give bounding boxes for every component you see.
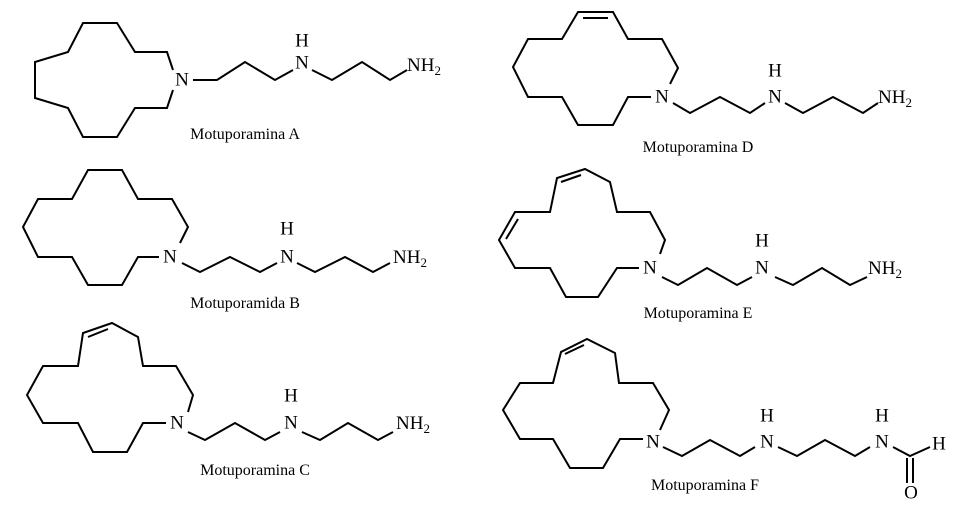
carbonyl-oxygen: O <box>904 483 918 504</box>
terminal-amine: NH2 <box>393 247 427 270</box>
amine-hydrogen: H <box>768 61 782 82</box>
double-bond <box>87 328 109 338</box>
propyl-chain <box>187 421 281 442</box>
formyl-bond <box>892 446 931 458</box>
propyl-chain <box>311 60 408 82</box>
double-bond <box>564 344 585 355</box>
amine-hydrogen: H <box>295 31 309 52</box>
propyl-chain <box>181 255 278 274</box>
macrocycle-ring <box>497 167 667 298</box>
molecule-motuporamina-c: N H N NH2 Motuporamina C <box>25 321 430 479</box>
amine-nitrogen: N <box>284 413 298 434</box>
propyl-chain <box>672 95 766 115</box>
compound-name: Motuporamina C <box>200 462 310 479</box>
molecule-motuporamina-d: N H N NH2 Motuporamina D <box>511 11 912 156</box>
macrocycle-ring <box>25 321 195 453</box>
terminal-amine: NH2 <box>868 258 902 281</box>
amide-nitrogen: N <box>875 432 889 453</box>
ring-nitrogen: N <box>655 87 669 108</box>
compound-name: Motuporamina A <box>190 126 300 143</box>
molecule-motuporamina-e: N H N NH2 Motuporamina E <box>497 167 902 322</box>
molecule-motuporamida-b: N H N NH2 Motuporamida B <box>21 169 427 312</box>
amine-hydrogen: H <box>755 231 769 252</box>
propyl-chain <box>296 255 391 274</box>
terminal-amine: NH2 <box>407 55 441 78</box>
amine-nitrogen: N <box>280 247 294 268</box>
propyl-chain <box>774 266 868 287</box>
ring-nitrogen: N <box>646 432 660 453</box>
ring-nitrogen: N <box>643 258 657 279</box>
macrocycle-ring <box>34 22 174 138</box>
compound-name: Motuporamina E <box>644 305 753 322</box>
macrocycle-ring <box>21 169 190 286</box>
propyl-chain <box>784 95 879 115</box>
double-bond <box>560 174 582 183</box>
formyl-hydrogen: H <box>932 434 946 455</box>
amide-hydrogen: H <box>875 406 889 427</box>
compound-name: Motuporamida B <box>190 295 300 312</box>
molecule-motuporamina-f: N H N H N H O Motuporamina F <box>501 337 946 504</box>
terminal-amine: NH2 <box>396 413 430 436</box>
propyl-chain <box>661 266 753 287</box>
macrocycle-ring <box>501 337 671 469</box>
ring-nitrogen: N <box>170 413 184 434</box>
propyl-chain <box>777 438 871 458</box>
compound-name: Motuporamina F <box>651 477 759 494</box>
amine-nitrogen: N <box>760 432 774 453</box>
propyl-chain <box>662 438 756 458</box>
double-bond <box>505 218 519 240</box>
propyl-chain <box>193 60 294 82</box>
propyl-chain <box>301 421 394 442</box>
amine-nitrogen: N <box>295 53 309 74</box>
ring-nitrogen: N <box>175 70 189 91</box>
terminal-amine: NH2 <box>878 87 912 110</box>
amine-nitrogen: N <box>755 258 769 279</box>
compound-name: Motuporamina D <box>643 139 754 156</box>
amine-hydrogen: H <box>280 219 294 240</box>
molecule-motuporamina-a: N H N NH2 Motuporamina A <box>34 22 441 143</box>
amine-hydrogen: H <box>760 406 774 427</box>
amine-hydrogen: H <box>284 386 298 407</box>
amine-nitrogen: N <box>768 87 782 108</box>
macrocycle-ring <box>511 11 680 126</box>
ring-nitrogen: N <box>163 247 177 268</box>
